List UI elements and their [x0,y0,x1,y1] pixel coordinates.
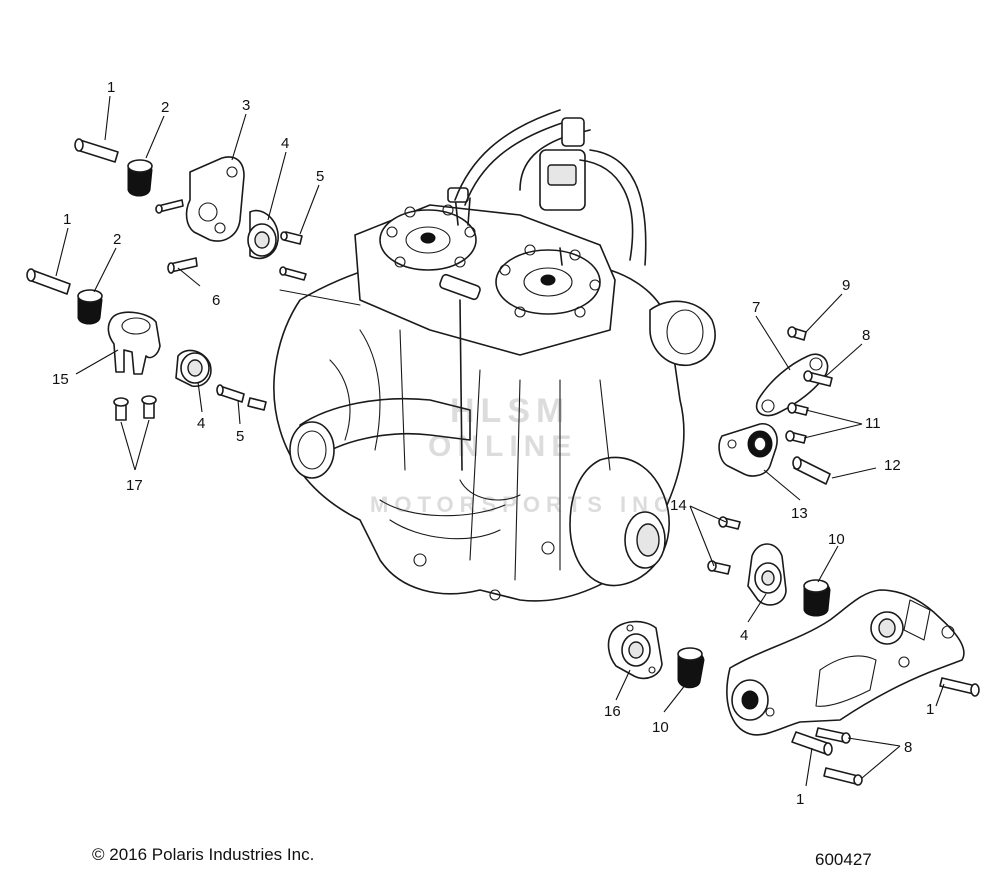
right-upper-mount-group [718,326,833,485]
callouts: 1 2 3 4 5 1 2 6 15 4 5 17 7 9 8 11 12 13… [52,79,934,808]
callout-label: 8 [862,327,870,344]
upper-left-mount-group [74,138,307,281]
bushing-2-mid [77,289,103,325]
watermark-line-2: ONLINE [428,430,578,463]
callout-label: 17 [126,477,143,494]
bracket-3 [185,156,245,242]
figure-number: 600427 [815,850,872,869]
callout-label: 14 [670,497,687,514]
bracket-13 [718,423,778,477]
bushing-10-lower [677,647,705,689]
bolt-1-mid [26,268,71,295]
bushing-2-upper [127,159,153,197]
plate-16 [607,620,663,680]
callout-label: 4 [740,627,748,644]
callout-label: 3 [242,97,250,114]
callout-label: 5 [316,168,324,185]
callout-label: 1 [926,701,934,718]
callout-label: 15 [52,371,69,388]
lower-right-mount-group [607,516,980,786]
isolator-4-mid [175,349,212,388]
callout-label: 13 [791,505,808,522]
callout-label: 8 [904,739,912,756]
callout-label: 9 [842,277,850,294]
callout-label: 10 [652,719,669,736]
callout-label: 2 [113,231,121,248]
bushing-10-upper [803,579,831,617]
isolator-4-upper [247,209,279,260]
callout-label: 5 [236,428,244,445]
engine-bracket-large [726,589,965,736]
callout-label: 16 [604,703,621,720]
callout-label: 10 [828,531,845,548]
callout-label: 4 [281,135,289,152]
watermark-line-3: MOTORSPORTS INC [370,492,676,517]
copyright-text: © 2016 Polaris Industries Inc. [92,845,315,864]
callout-label: 2 [161,99,169,116]
callout-label: 1 [796,791,804,808]
callout-label: 6 [212,292,220,309]
watermark-line-1: HLSM [450,392,571,430]
callout-label: 1 [107,79,115,96]
mid-left-mount-group [26,268,267,421]
isolator-4-lower [747,543,787,606]
leader-lines [55,95,945,787]
bolt-1-upper [74,138,119,163]
callout-label: 11 [865,415,881,432]
engine-assembly [273,109,716,602]
screws-17 [113,395,157,421]
callout-label: 7 [752,299,760,316]
callout-label: 12 [884,457,901,474]
bracket-15 [107,311,161,375]
callout-label: 4 [197,415,205,432]
callout-label: 1 [63,211,71,228]
